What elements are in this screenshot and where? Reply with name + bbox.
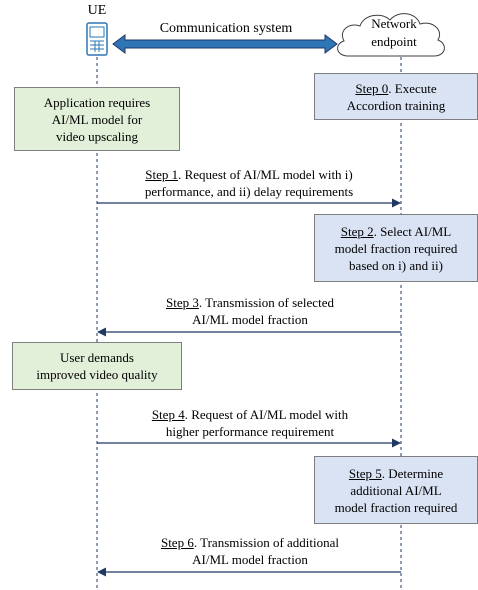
step2-line1: . Select AI/ML: [373, 223, 452, 239]
step2-line2: model fraction required: [334, 240, 458, 256]
step3-message: Step 3. Transmission of selected AI/ML m…: [106, 294, 394, 328]
step0-box: Step 0. Execute Accordion training: [314, 73, 478, 120]
step6-line1: . Transmission of additional: [193, 535, 340, 550]
cloud-icon: [337, 13, 445, 57]
step2-line3: based on i) and ii): [349, 257, 443, 273]
app-line2: AI/ML model for: [51, 111, 143, 127]
user-line2: improved video quality: [36, 367, 158, 382]
step1-message: Step 1. Request of AI/ML model with i) p…: [104, 166, 394, 200]
step5-line1: . Determine: [381, 465, 444, 481]
application-requirement-box: Application requires AI/ML model for vid…: [14, 87, 180, 151]
mobile-phone-icon: [86, 22, 108, 56]
network-label-line1: Network: [371, 16, 417, 31]
step1-step-label: Step 1: [145, 167, 179, 182]
step2-box: Step 2. Select AI/ML model fraction requ…: [314, 214, 478, 282]
app-line3: video upscaling: [56, 128, 138, 144]
step4-line1: . Request of AI/ML model with: [184, 407, 349, 422]
step1-line2: performance, and ii) delay requirements: [144, 184, 354, 199]
step5-line2: additional AI/ML: [350, 482, 442, 498]
step0-line1: . Execute: [388, 80, 437, 96]
step0-step-label: Step 0: [355, 80, 389, 96]
step1-line1: . Request of AI/ML model with i): [178, 167, 353, 182]
step2-step-label: Step 2: [340, 223, 374, 239]
step5-box: Step 5. Determine additional AI/ML model…: [314, 456, 478, 524]
step5-step-label: Step 5: [348, 465, 382, 481]
ue-label: UE: [87, 3, 107, 18]
step3-step-label: Step 3: [166, 295, 199, 310]
step4-line2: higher performance requirement: [165, 424, 335, 439]
network-endpoint-label: Network endpoint: [352, 15, 436, 51]
communication-system-label: Communication system: [159, 21, 293, 36]
user-line1: User demands: [59, 350, 134, 365]
step4-step-label: Step 4: [151, 407, 185, 422]
step0-line2: Accordion training: [346, 97, 446, 113]
step6-step-label: Step 6: [160, 535, 194, 550]
step4-message: Step 4. Request of AI/ML model with high…: [106, 406, 394, 440]
step6-message: Step 6. Transmission of additional AI/ML…: [106, 534, 394, 568]
network-label-line2: endpoint: [371, 34, 417, 49]
step5-line3: model fraction required: [334, 499, 458, 515]
communication-system-arrow: [112, 34, 338, 54]
step3-line2: AI/ML model fraction: [192, 312, 308, 327]
step6-line2: AI/ML model fraction: [192, 552, 308, 567]
user-demands-box: User demands improved video quality: [12, 342, 182, 390]
app-line1: Application requires: [43, 94, 151, 110]
step3-line1: . Transmission of selected: [198, 295, 334, 310]
